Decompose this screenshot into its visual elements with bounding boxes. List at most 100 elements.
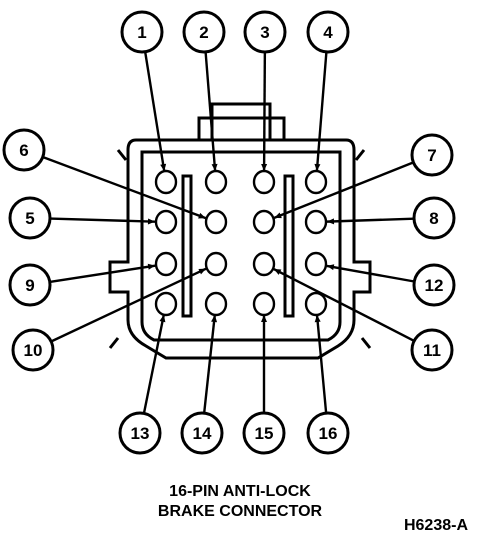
leader-line-16 (315, 314, 328, 414)
pin-hole-13 (154, 291, 178, 317)
callout-circle-6 (2, 128, 46, 172)
pin-holes (154, 169, 328, 317)
callout-label-10: 10 (24, 341, 43, 360)
callout-label-15: 15 (255, 424, 274, 443)
pin-callout-12: 12 (412, 263, 456, 307)
leader-line-8 (326, 217, 415, 223)
leader-line-12 (326, 264, 415, 283)
callout-circle-5 (8, 196, 52, 240)
callout-label-12: 12 (425, 276, 444, 295)
leader-line-14 (202, 314, 217, 414)
leader-line-2 (204, 51, 217, 172)
callout-circle-3 (243, 10, 287, 54)
callout-label-1: 1 (137, 23, 146, 42)
callout-circle-7 (410, 133, 454, 177)
pin-hole-6 (204, 209, 228, 235)
leader-arrow-5 (147, 218, 156, 225)
callout-circle-16 (306, 411, 350, 455)
pin-callout-15: 15 (242, 411, 286, 455)
pin-hole-12 (304, 251, 328, 277)
callout-label-16: 16 (319, 424, 338, 443)
leader-arrow-2 (211, 163, 218, 172)
leader-arrow-1 (160, 163, 167, 172)
leader-arrow-11 (273, 269, 282, 275)
pin-callout-6: 6 (2, 128, 46, 172)
leader-line-13 (142, 314, 166, 414)
pin-hole-7 (252, 209, 276, 235)
callout-circle-13 (118, 411, 162, 455)
leader-line-5 (49, 217, 156, 223)
pin-callout-8: 8 (412, 196, 456, 240)
pin-callout-4: 4 (306, 10, 350, 54)
pin-callout-1: 1 (120, 10, 164, 54)
callout-circle-8 (412, 196, 456, 240)
caption-line-2: BRAKE CONNECTOR (158, 503, 323, 520)
caption: 16-PIN ANTI-LOCK BRAKE CONNECTOR (158, 483, 323, 520)
pin-callout-5: 5 (8, 196, 52, 240)
leader-arrow-6 (198, 212, 206, 219)
pin-callout-14: 14 (180, 411, 224, 455)
pin-callout-2: 2 (182, 10, 226, 54)
leader-arrow-9 (147, 263, 156, 270)
callout-circle-11 (410, 328, 454, 372)
pin-hole-16 (304, 291, 328, 317)
callout-circle-1 (120, 10, 164, 54)
pin-hole-2 (204, 169, 228, 195)
pin-callout-13: 13 (118, 411, 162, 455)
callout-circle-12 (412, 263, 456, 307)
callout-label-8: 8 (429, 209, 438, 228)
housing-outer (108, 138, 372, 360)
latch-tab (210, 102, 272, 140)
leader-lines (42, 51, 415, 414)
caption-line-1: 16-PIN ANTI-LOCK (169, 483, 311, 500)
leader-arrow-8 (326, 218, 335, 225)
pin-hole-8 (304, 209, 328, 235)
leader-line-3 (262, 51, 267, 172)
pin-callout-9: 9 (8, 263, 52, 307)
pin-hole-1 (154, 169, 178, 195)
leader-arrow-15 (261, 315, 267, 322)
pin-callout-10: 10 (11, 328, 55, 372)
housing-inner (140, 150, 342, 342)
callout-circle-9 (8, 263, 52, 307)
pin-hole-4 (304, 169, 328, 195)
callout-circle-2 (182, 10, 226, 54)
leader-arrow-10 (198, 268, 207, 275)
leader-line-4 (315, 51, 328, 172)
callout-label-2: 2 (199, 23, 208, 42)
callout-circle-10 (11, 328, 55, 372)
callout-label-3: 3 (260, 23, 269, 42)
leader-line-9 (49, 264, 156, 284)
foot-br (360, 337, 372, 349)
rib-left (181, 174, 193, 318)
leader-arrow-13 (159, 314, 166, 323)
leader-line-7 (273, 161, 414, 220)
foot-tl (116, 149, 128, 161)
leader-line-10 (50, 267, 207, 343)
callout-label-4: 4 (323, 23, 333, 42)
callout-label-14: 14 (193, 424, 212, 443)
rib-right (283, 174, 295, 318)
foot-bl (108, 337, 120, 349)
leader-arrow-7 (274, 212, 282, 219)
pin-callout-16: 16 (306, 411, 350, 455)
leader-line-6 (42, 155, 207, 220)
leader-line-1 (143, 51, 166, 172)
leader-arrow-4 (314, 163, 321, 172)
callout-label-5: 5 (25, 209, 34, 228)
callout-label-6: 6 (19, 141, 28, 160)
pin-hole-15 (252, 291, 276, 317)
foot-tr (354, 149, 366, 161)
pin-hole-10 (204, 251, 228, 277)
leader-arrow-14 (211, 314, 218, 323)
pin-callout-3: 3 (243, 10, 287, 54)
connector-housing (108, 102, 372, 360)
leader-line-11 (273, 267, 415, 342)
pin-callout-11: 11 (410, 328, 454, 372)
callout-label-13: 13 (131, 424, 150, 443)
pin-hole-14 (204, 291, 228, 317)
pin-hole-5 (154, 209, 178, 235)
callout-label-11: 11 (423, 341, 441, 360)
leader-arrow-16 (314, 314, 321, 323)
